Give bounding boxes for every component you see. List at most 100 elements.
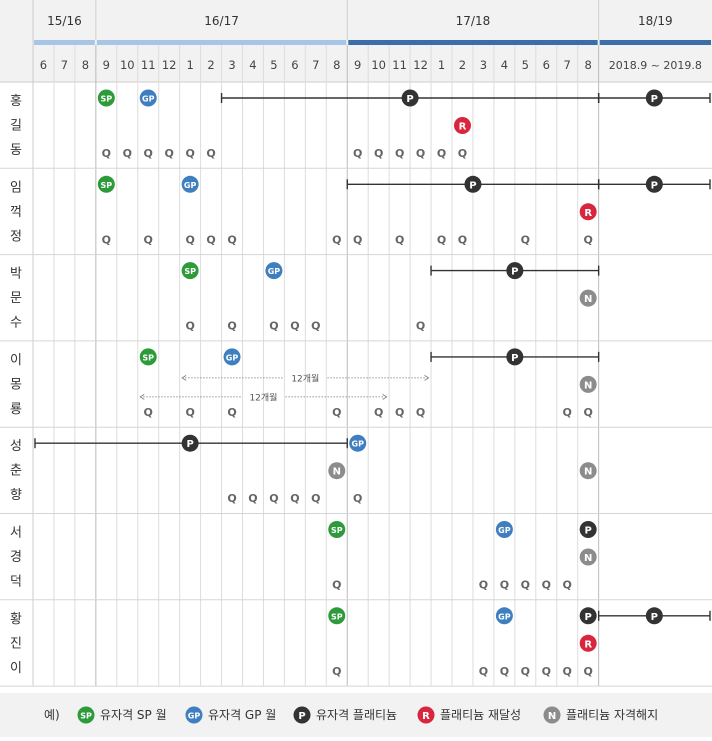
season-label: 16/17 <box>204 14 239 28</box>
r-marker: R <box>579 634 597 652</box>
q-mark: Q <box>500 579 509 592</box>
season-bar <box>599 40 711 45</box>
month-tick-label: 10 <box>120 58 135 72</box>
marker-letter: R <box>422 711 430 722</box>
q-mark: Q <box>290 320 299 333</box>
marker-letter: SP <box>101 181 113 190</box>
marker-letter: P <box>469 180 476 191</box>
marker-letter: GP <box>142 95 155 104</box>
q-mark: Q <box>374 147 383 160</box>
q-mark: Q <box>185 406 194 419</box>
gp-marker: GP <box>349 434 367 452</box>
q-mark: Q <box>227 233 236 246</box>
month-tick-label: 8 <box>585 58 592 72</box>
month-tick-label: 2 <box>459 58 466 72</box>
q-mark: Q <box>311 492 320 505</box>
q-mark: Q <box>395 147 404 160</box>
marker-letter: GP <box>498 526 511 535</box>
p-marker: P <box>401 89 419 107</box>
q-mark: Q <box>227 406 236 419</box>
period-label: 12개월 <box>249 391 277 403</box>
month-tick-label: 9 <box>103 58 110 72</box>
marker-letter: R <box>584 208 592 219</box>
marker-letter: P <box>298 711 305 722</box>
player-name-char: 문 <box>10 291 22 306</box>
n-marker: N <box>579 462 597 480</box>
season-bar <box>34 40 95 45</box>
marker-letter: P <box>585 612 592 623</box>
q-mark: Q <box>123 147 132 160</box>
marker-letter: SP <box>331 526 343 535</box>
q-mark: Q <box>353 147 362 160</box>
q-mark: Q <box>500 665 509 678</box>
player-name-char: 정 <box>10 229 22 244</box>
gp-marker: GP <box>139 89 157 107</box>
marker-letter: P <box>585 526 592 537</box>
marker-circle <box>645 175 663 193</box>
q-mark: Q <box>144 233 153 246</box>
q-mark: Q <box>416 147 425 160</box>
marker-circle <box>328 462 346 480</box>
q-mark: Q <box>458 233 467 246</box>
marker-letter: P <box>511 267 518 278</box>
period-label: 12개월 <box>291 372 319 384</box>
marker-letter: P <box>651 612 658 623</box>
month-tick-label: 10 <box>371 58 386 72</box>
r-marker: R <box>417 706 435 724</box>
marker-circle <box>579 548 597 566</box>
marker-circle <box>97 89 115 107</box>
q-mark: Q <box>374 406 383 419</box>
q-mark: Q <box>521 665 530 678</box>
month-tick-label: 6 <box>40 58 47 72</box>
r-marker: R <box>453 117 471 134</box>
marker-letter: R <box>584 639 592 650</box>
q-mark: Q <box>332 233 341 246</box>
legend-label: 유자격 GP 월 <box>208 708 276 722</box>
marker-letter: SP <box>142 353 154 362</box>
marker-letter: GP <box>498 612 511 621</box>
q-mark: Q <box>458 147 467 160</box>
marker-circle <box>293 706 311 724</box>
sp-marker: SP <box>97 175 115 193</box>
q-mark: Q <box>185 320 194 333</box>
player-name-char: 황 <box>10 612 22 627</box>
marker-circle <box>645 607 663 625</box>
month-tick-label: 8 <box>82 58 89 72</box>
period-arrow-right <box>424 375 430 381</box>
marker-letter: R <box>459 122 467 133</box>
month-tick-label: 4 <box>501 58 508 72</box>
sp-marker: SP <box>181 262 199 280</box>
marker-circle <box>139 89 157 107</box>
q-mark: Q <box>563 406 572 419</box>
player-name-char: 춘 <box>10 464 22 479</box>
marker-letter: GP <box>352 440 365 449</box>
q-mark: Q <box>353 492 362 505</box>
sp-marker: SP <box>77 706 95 724</box>
player-name-char: 길 <box>10 119 22 134</box>
marker-circle <box>506 348 524 366</box>
player-name-char: 임 <box>10 180 22 195</box>
marker-letter: N <box>584 553 592 564</box>
marker-circle <box>453 117 471 134</box>
p-marker: P <box>506 348 524 366</box>
season-label: 15/16 <box>47 14 82 28</box>
month-tick-label: 12 <box>162 58 177 72</box>
month-tick-label: 2018.9 ~ 2019.8 <box>609 59 702 72</box>
marker-letter: P <box>186 439 193 450</box>
marker-circle <box>579 521 597 538</box>
sp-marker: SP <box>97 89 115 107</box>
marker-circle <box>349 434 367 452</box>
month-tick-label: 1 <box>186 58 193 72</box>
player-name-char: 경 <box>10 550 22 565</box>
p-marker: P <box>579 521 597 538</box>
player-name-char: 진 <box>10 636 22 651</box>
player-name-char: 룡 <box>10 402 22 417</box>
p-marker: P <box>579 607 597 625</box>
